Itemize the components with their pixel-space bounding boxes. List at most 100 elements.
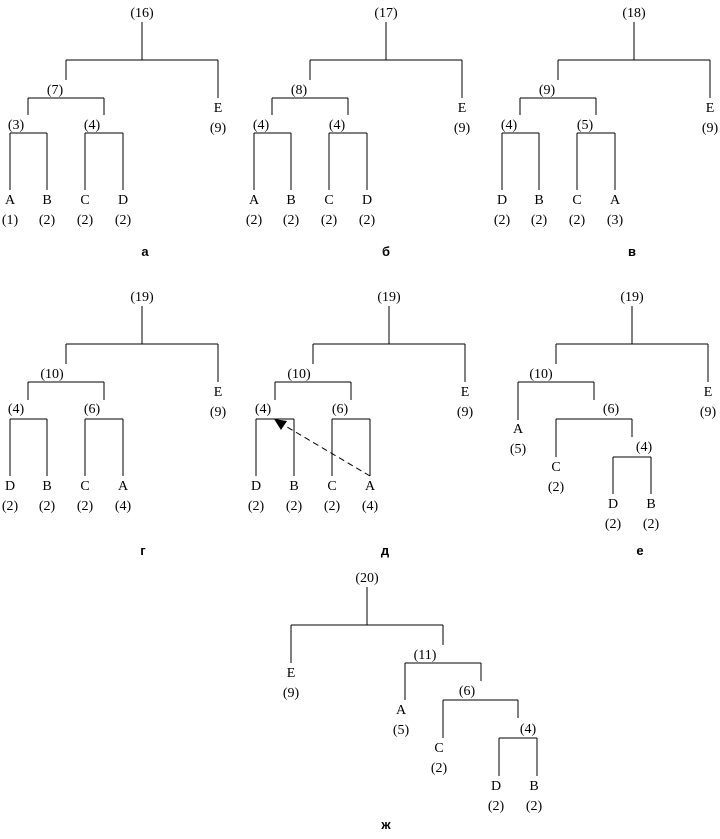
node-count: (6) xyxy=(332,402,349,417)
leaf-count: (1) xyxy=(2,213,19,228)
node-count: (10) xyxy=(40,367,64,382)
leaf-symbol: A xyxy=(396,703,407,718)
leaf-symbol: E xyxy=(458,101,467,116)
root-count: (19) xyxy=(620,290,644,305)
diagram-caption: ж xyxy=(380,817,391,832)
leaf-count: (2) xyxy=(2,499,19,514)
diagram-d: (19) (10) (4) (6) E (9) D (2) B (2) C (2… xyxy=(248,290,474,558)
leaf-symbol: C xyxy=(551,460,560,475)
leaf-count: (9) xyxy=(283,686,300,701)
leaf-count: (2) xyxy=(643,517,660,532)
leaf-count: (9) xyxy=(210,405,227,420)
leaf-count: (2) xyxy=(39,213,56,228)
node-count: (11) xyxy=(414,648,437,663)
leaf-count: (2) xyxy=(248,499,265,514)
leaf-count: (9) xyxy=(700,405,717,420)
leaf-count: (2) xyxy=(488,799,505,814)
leaf-count: (2) xyxy=(39,499,56,514)
leaf-count: (5) xyxy=(510,442,527,457)
leaf-count: (2) xyxy=(286,499,303,514)
root-count: (18) xyxy=(622,6,646,21)
node-count: (10) xyxy=(287,367,311,382)
leaf-count: (4) xyxy=(362,499,379,514)
diagram-caption: г xyxy=(140,543,146,558)
root-count: (19) xyxy=(130,290,154,305)
diagram-v: (18) (9) (4) (5) E (9) D (2) B (2) C (2)… xyxy=(494,6,719,259)
leaf-symbol: E xyxy=(214,101,223,116)
diagram-zh: (20) (11) (6) (4) E (9) A (5) C (2) D (2… xyxy=(283,571,543,832)
leaf-count: (2) xyxy=(548,480,565,495)
leaf-symbol: E xyxy=(704,385,713,400)
leaf-symbol: D xyxy=(491,779,501,794)
node-count: (8) xyxy=(291,83,308,98)
leaf-symbol: B xyxy=(529,779,538,794)
node-count: (4) xyxy=(8,402,25,417)
leaf-count: (2) xyxy=(494,213,511,228)
leaf-symbol: B xyxy=(646,497,655,512)
leaf-count: (4) xyxy=(115,499,132,514)
leaf-symbol: D xyxy=(608,497,618,512)
leaf-symbol: E xyxy=(706,101,715,116)
leaf-count: (2) xyxy=(431,761,448,776)
leaf-count: (2) xyxy=(246,213,263,228)
leaf-count: (2) xyxy=(77,499,94,514)
leaf-count: (9) xyxy=(457,405,474,420)
leaf-symbol: D xyxy=(251,479,261,494)
diagram-caption: е xyxy=(636,543,643,558)
leaf-symbol: D xyxy=(362,193,372,208)
leaf-count: (2) xyxy=(531,213,548,228)
leaf-symbol: C xyxy=(327,479,336,494)
diagram-g: (19) (10) (4) (6) E (9) D (2) B (2) C (2… xyxy=(2,290,227,558)
leaf-symbol: E xyxy=(214,385,223,400)
leaf-symbol: B xyxy=(42,193,51,208)
leaf-count: (2) xyxy=(321,213,338,228)
leaf-symbol: B xyxy=(42,479,51,494)
leaf-symbol: C xyxy=(80,193,89,208)
root-count: (16) xyxy=(130,6,154,21)
leaf-count: (2) xyxy=(605,517,622,532)
leaf-symbol: C xyxy=(434,741,443,756)
swap-arrow-head xyxy=(274,419,287,430)
leaf-symbol: C xyxy=(80,479,89,494)
node-count: (6) xyxy=(603,402,620,417)
leaf-count: (9) xyxy=(702,121,719,136)
node-count: (6) xyxy=(84,402,101,417)
leaf-count: (5) xyxy=(393,723,410,738)
node-count: (9) xyxy=(539,83,556,98)
leaf-symbol: A xyxy=(365,479,376,494)
leaf-symbol: D xyxy=(497,193,507,208)
leaf-symbol: A xyxy=(610,193,621,208)
leaf-symbol: E xyxy=(287,666,296,681)
leaf-symbol: A xyxy=(249,193,260,208)
node-count: (5) xyxy=(577,118,594,133)
leaf-symbol: A xyxy=(513,422,524,437)
node-count: (3) xyxy=(8,118,25,133)
diagram-caption: а xyxy=(141,244,149,259)
leaf-symbol: B xyxy=(286,193,295,208)
diagram-caption: б xyxy=(382,244,390,259)
node-count: (4) xyxy=(255,402,272,417)
diagram-e: (19) (10) (6) (4) E (9) A (5) C (2) D (2… xyxy=(510,290,717,558)
leaf-symbol: C xyxy=(324,193,333,208)
diagram-caption: д xyxy=(381,543,390,558)
leaf-symbol: D xyxy=(118,193,128,208)
leaf-symbol: B xyxy=(289,479,298,494)
node-count: (4) xyxy=(520,722,537,737)
leaf-count: (2) xyxy=(324,499,341,514)
leaf-symbol: B xyxy=(534,193,543,208)
leaf-symbol: D xyxy=(5,479,15,494)
node-count: (10) xyxy=(529,367,553,382)
leaf-count: (3) xyxy=(607,213,624,228)
root-count: (19) xyxy=(377,290,401,305)
node-count: (4) xyxy=(329,118,346,133)
leaf-count: (2) xyxy=(115,213,132,228)
node-count: (4) xyxy=(253,118,270,133)
node-count: (4) xyxy=(636,440,653,455)
leaf-count: (2) xyxy=(283,213,300,228)
leaf-count: (2) xyxy=(569,213,586,228)
node-count: (4) xyxy=(501,118,518,133)
leaf-symbol: C xyxy=(572,193,581,208)
leaf-symbol: A xyxy=(118,479,129,494)
